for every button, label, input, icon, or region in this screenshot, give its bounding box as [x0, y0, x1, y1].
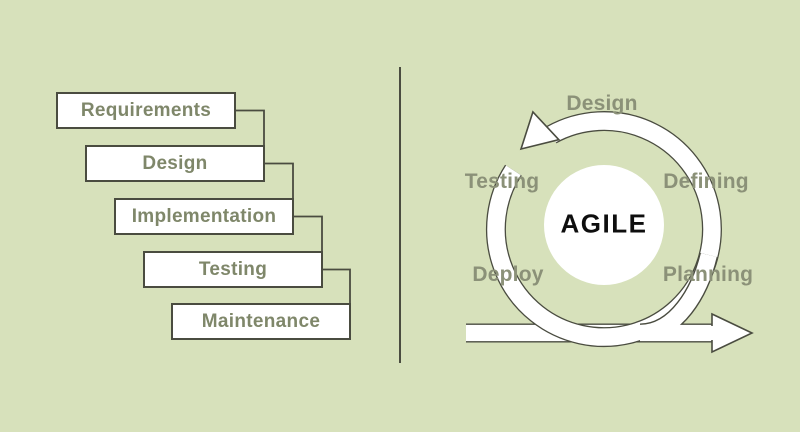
waterfall-step-label: Maintenance — [201, 310, 321, 332]
waterfall-step-implementation: Implementation — [114, 198, 294, 235]
loop-arrowhead-icon — [519, 110, 561, 151]
phase-label-deploy: Deploy — [472, 263, 544, 286]
arrowhead-seam — [707, 326, 713, 340]
agile-title: AGILE — [560, 208, 648, 239]
waterfall-step-testing: Testing — [143, 251, 323, 288]
phase-label-design: Design — [566, 92, 638, 115]
waterfall-step-label: Requirements — [80, 99, 212, 121]
waterfall-step-maintenance: Maintenance — [171, 303, 351, 340]
waterfall-step-label: Testing — [198, 258, 268, 280]
waterfall-step-label: Design — [142, 152, 208, 174]
panel-divider — [399, 67, 401, 363]
waterfall-step-design: Design — [85, 145, 265, 182]
phase-label-planning: Planning — [662, 263, 754, 286]
waterfall-step-requirements: Requirements — [56, 92, 236, 129]
waterfall-step-label: Implementation — [131, 205, 277, 227]
phase-label-defining: Defining — [663, 170, 749, 193]
phase-label-testing: Testing — [464, 170, 540, 193]
forward-arrowhead-icon — [711, 312, 754, 354]
